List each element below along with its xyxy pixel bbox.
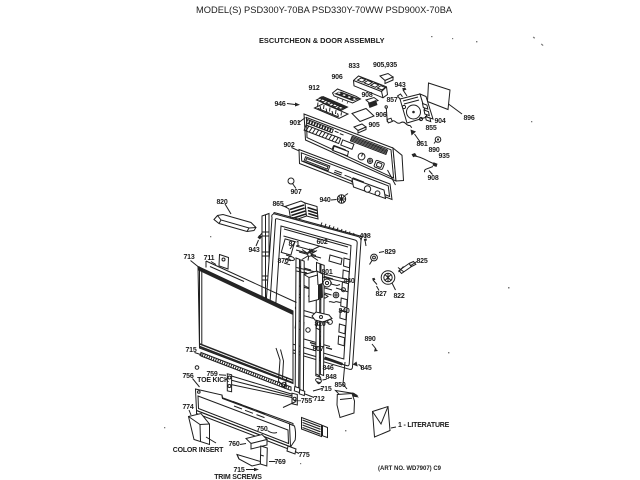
svg-text:829: 829 bbox=[384, 249, 395, 256]
svg-text:713: 713 bbox=[183, 254, 194, 261]
svg-text:711: 711 bbox=[204, 255, 215, 262]
svg-text:750: 750 bbox=[256, 426, 267, 433]
svg-text:848: 848 bbox=[325, 374, 336, 381]
svg-text:908: 908 bbox=[361, 92, 372, 99]
svg-text:907: 907 bbox=[290, 189, 301, 196]
svg-text:946: 946 bbox=[274, 101, 285, 108]
svg-text:855: 855 bbox=[425, 125, 436, 132]
svg-text:845: 845 bbox=[360, 365, 371, 372]
svg-text:940: 940 bbox=[319, 197, 330, 204]
svg-text:820: 820 bbox=[216, 199, 227, 206]
svg-text:1 - LITERATURE: 1 - LITERATURE bbox=[398, 422, 450, 429]
svg-text:COLOR INSERT: COLOR INSERT bbox=[173, 447, 224, 454]
svg-text:896: 896 bbox=[463, 115, 474, 122]
svg-text:840: 840 bbox=[338, 308, 349, 315]
svg-text:712: 712 bbox=[313, 396, 324, 403]
svg-text:850: 850 bbox=[334, 382, 345, 389]
svg-text:715: 715 bbox=[233, 467, 244, 474]
svg-text:908: 908 bbox=[427, 175, 438, 182]
svg-text:846: 846 bbox=[322, 365, 333, 372]
svg-text:440: 440 bbox=[343, 278, 354, 285]
svg-text:756: 756 bbox=[182, 373, 193, 380]
svg-text:905: 905 bbox=[368, 122, 379, 129]
svg-text:890: 890 bbox=[428, 147, 439, 154]
svg-text:906: 906 bbox=[375, 112, 386, 119]
svg-text:861: 861 bbox=[416, 141, 427, 148]
svg-text:822: 822 bbox=[393, 293, 404, 300]
svg-text:865: 865 bbox=[272, 201, 283, 208]
svg-text:902: 902 bbox=[283, 142, 294, 149]
svg-text:820: 820 bbox=[314, 321, 325, 328]
svg-text:801: 801 bbox=[321, 269, 332, 276]
svg-text:870: 870 bbox=[277, 258, 288, 265]
svg-text:905,935: 905,935 bbox=[373, 62, 397, 69]
svg-text:833: 833 bbox=[348, 63, 359, 70]
svg-text:775: 775 bbox=[298, 452, 309, 459]
svg-text:890: 890 bbox=[364, 336, 375, 343]
svg-text:943: 943 bbox=[394, 82, 405, 89]
svg-text:TRIM SCREWS: TRIM SCREWS bbox=[214, 474, 262, 480]
svg-text:408: 408 bbox=[359, 233, 370, 240]
svg-text:912: 912 bbox=[308, 85, 319, 92]
svg-text:871: 871 bbox=[288, 241, 299, 248]
svg-text:760: 760 bbox=[228, 441, 239, 448]
svg-text:906: 906 bbox=[331, 74, 342, 81]
svg-text:715: 715 bbox=[320, 386, 331, 393]
svg-text:759: 759 bbox=[206, 371, 217, 378]
svg-text:ESCUTCHEON & DOOR ASSEMBLY: ESCUTCHEON & DOOR ASSEMBLY bbox=[259, 36, 385, 45]
svg-text:TOE KICK: TOE KICK bbox=[197, 377, 229, 384]
svg-text:(ART NO. WD7907) C9: (ART NO. WD7907) C9 bbox=[378, 466, 442, 472]
svg-text:774: 774 bbox=[182, 404, 193, 411]
svg-text:715: 715 bbox=[185, 347, 196, 354]
svg-text:901: 901 bbox=[289, 120, 300, 127]
svg-text:769: 769 bbox=[274, 459, 285, 466]
svg-text:807: 807 bbox=[312, 346, 323, 353]
svg-text:943: 943 bbox=[248, 247, 259, 254]
svg-text:827: 827 bbox=[375, 291, 386, 298]
svg-text:904: 904 bbox=[434, 118, 445, 125]
svg-text:MODEL(S) PSD300Y-70BA PSD330Y: MODEL(S) PSD300Y-70BA PSD330Y-70WW PSD90… bbox=[196, 5, 453, 15]
svg-text:602: 602 bbox=[316, 239, 327, 246]
svg-text:—755: —755 bbox=[294, 398, 312, 405]
svg-text:825: 825 bbox=[416, 258, 427, 265]
svg-text:935: 935 bbox=[438, 153, 449, 160]
svg-text:857: 857 bbox=[386, 97, 397, 104]
